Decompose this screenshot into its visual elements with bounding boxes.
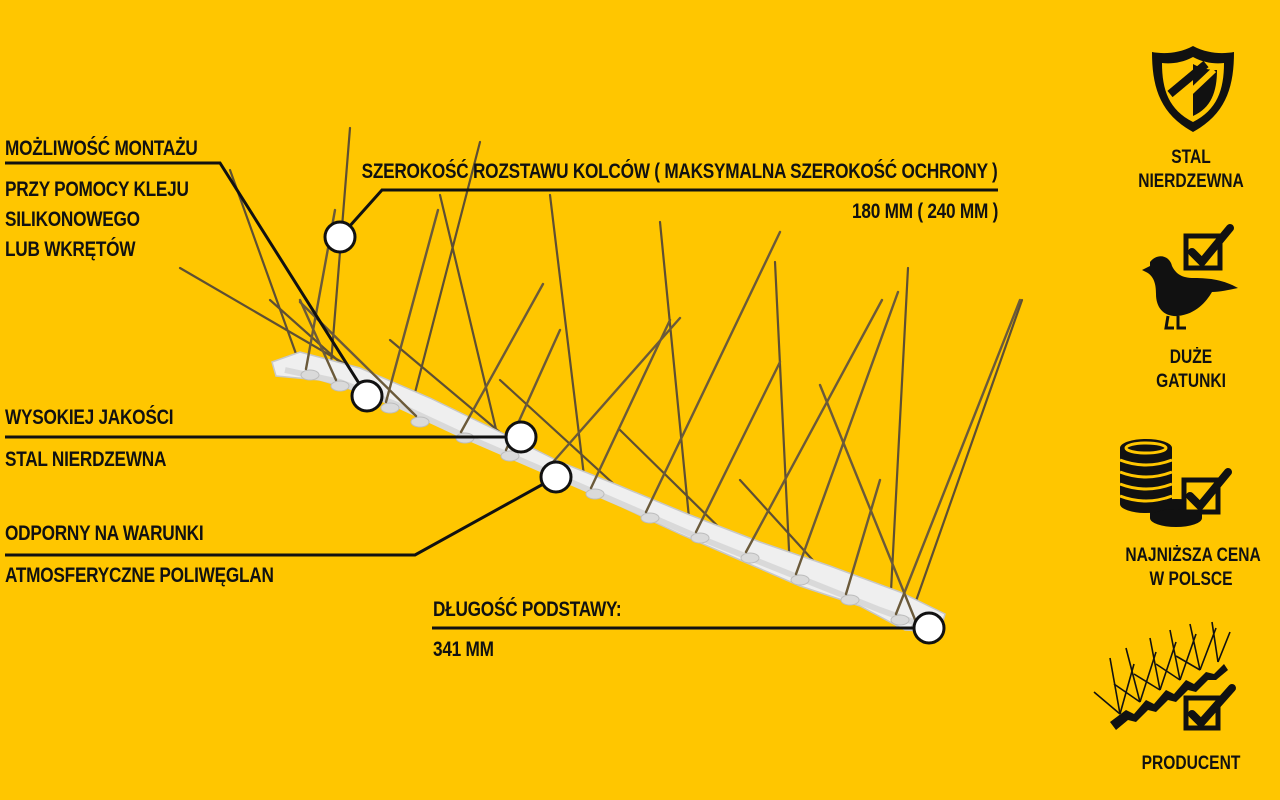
weather-value: ATMOSFERYCZNE POLIWĘGLAN (5, 564, 274, 587)
base-notch-1 (300, 369, 320, 381)
base-notch-9 (640, 512, 660, 524)
base-notch-3 (380, 402, 400, 414)
pigeon-check-icon (1142, 224, 1238, 330)
quality-title: WYSOKIEJ JAKOŚCI (5, 406, 174, 429)
callout-dots (323, 220, 946, 645)
spike-front-13 (844, 478, 882, 596)
spacing-title: SZEROKOŚĆ ROZSTAWU KOLCÓW ( MAKSYMALNA S… (362, 160, 998, 183)
base-notch-10 (690, 532, 710, 544)
base-notch-6 (500, 450, 520, 462)
spike-back-8 (548, 193, 587, 486)
quality-value: STAL NIERDZEWNA (5, 448, 167, 471)
feature-4-line-1: PRODUCENT (1141, 753, 1241, 774)
mounting-line-1: PRZY POMOCY KLEJU (5, 178, 189, 201)
callout-dot-quality (504, 420, 538, 454)
feature-2-line-1: DUŻE (1169, 347, 1213, 368)
spike-front-5 (459, 282, 545, 434)
spike-back-15 (908, 298, 1024, 620)
callout-dot-mounting (350, 379, 384, 413)
spike-front-10 (694, 360, 782, 534)
callout-line-mounting (5, 161, 369, 397)
base-notch-14 (890, 614, 910, 626)
spike-front-8 (589, 318, 672, 490)
length-title: DŁUGOŚĆ PODSTAWY: (433, 598, 622, 621)
spikes-front (298, 208, 1022, 624)
feature-2-line-2: GATUNKI (1156, 371, 1226, 392)
callout-dot-length (912, 611, 946, 645)
spikes-check-icon (1093, 621, 1236, 731)
weather-title: ODPORNY NA WARUNKI (5, 522, 204, 545)
shield-icon (1152, 46, 1234, 132)
spike-front-2 (298, 298, 338, 382)
base-notch-8 (585, 488, 605, 500)
spike-front-3 (384, 208, 440, 404)
spike-back-12 (773, 260, 792, 572)
spike-back-6 (438, 193, 502, 448)
coins-check-icon (1119, 439, 1232, 527)
spike-front-7 (544, 316, 682, 472)
spike-front-12 (794, 290, 900, 576)
length-value: 341 MM (433, 638, 494, 661)
spike-back-14 (888, 266, 910, 612)
mounting-line-3: LUB WKRĘTÓW (5, 238, 136, 261)
callout-dot-weather (539, 460, 573, 494)
spike-front-11 (744, 298, 884, 554)
base-notch-4 (410, 416, 430, 428)
mounting-line-2: SILIKONOWEGO (5, 208, 140, 231)
callout-dot-spacing (323, 220, 357, 254)
callout-line-spacing (338, 188, 998, 238)
spike-front-14 (894, 298, 1022, 616)
spike-front-15 (818, 383, 918, 624)
spike-back-10 (658, 220, 692, 530)
base-notch-2 (330, 380, 350, 392)
spike-front-9 (644, 230, 782, 514)
callout-line-weather (5, 475, 557, 557)
feature-3-line-2: W POLSCE (1149, 569, 1233, 590)
spike-back-1 (228, 168, 302, 367)
feature-1-line-2: NIERDZEWNA (1138, 171, 1244, 192)
feature-3-line-1: NAJNIŻSZA CENA (1125, 545, 1261, 566)
base-notch-12 (790, 574, 810, 586)
mounting-title: MOŻLIWOŚĆ MONTAŻU (5, 137, 198, 160)
callout-lines (5, 161, 998, 630)
spacing-value: 180 MM ( 240 MM ) (851, 200, 998, 223)
base-notch-13 (840, 594, 860, 606)
base-notch-11 (740, 552, 760, 564)
feature-1-line-1: STAL (1171, 147, 1211, 168)
